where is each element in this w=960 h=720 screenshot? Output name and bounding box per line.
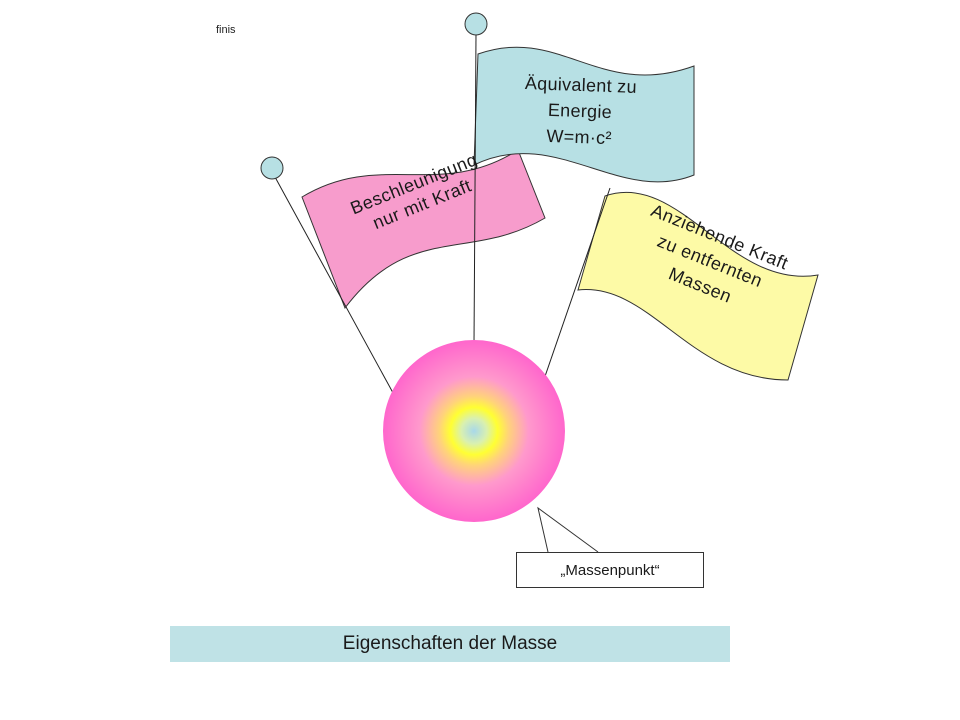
flag-pink-shape [301, 149, 546, 310]
callout-pointer [537, 506, 599, 553]
massenpunkt-callout: „Massenpunkt“ [516, 552, 704, 588]
flag-blue-shape [473, 46, 695, 183]
flag-pole-left [274, 176, 399, 403]
pole-knob-center [464, 12, 488, 36]
caption-label: Eigenschaften der Masse [342, 633, 558, 654]
caption-bar: Eigenschaften der Masse [170, 626, 730, 662]
flag-blue-label: Äquivalent zu Energie W=m·c² [479, 69, 682, 154]
callout-label: „Massenpunkt“ [560, 561, 660, 579]
flag-pole-center [473, 33, 477, 345]
flag-pole-right [540, 187, 611, 389]
corner-note: finis [216, 24, 236, 36]
pole-knob-left [260, 156, 284, 180]
flag-yellow-shape [577, 191, 819, 381]
mass-sphere [383, 340, 565, 522]
